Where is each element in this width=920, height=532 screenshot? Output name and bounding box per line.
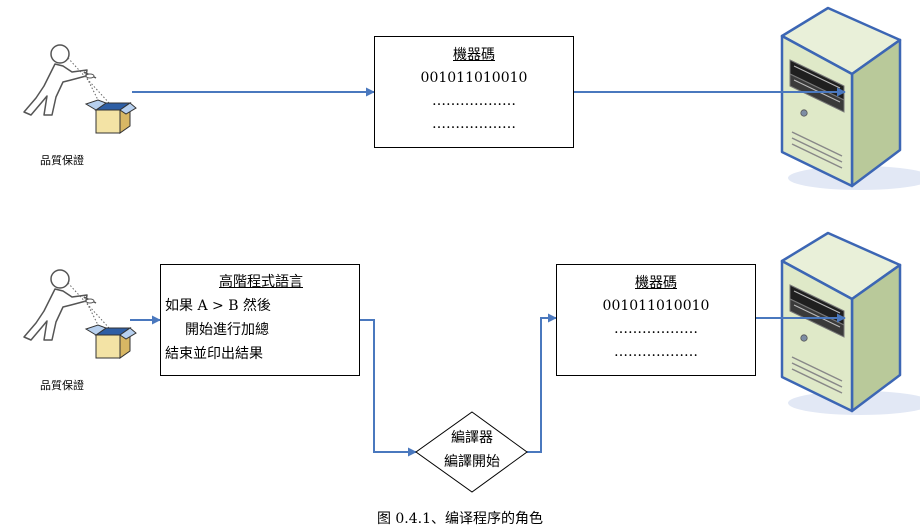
compiler-label: 編譯器: [451, 430, 493, 446]
machine-code-line: ………………: [432, 93, 516, 109]
machine-code-title: 機器碼: [635, 275, 677, 291]
machine-code-box: 機器碼 001011010010 ……………… ………………: [374, 36, 574, 148]
machine-code-line: ………………: [614, 344, 698, 360]
compiler-status: 編譯開始: [444, 454, 500, 470]
person-label: 品質保證: [40, 379, 84, 392]
machine-code-line: 001011010010: [420, 70, 528, 86]
source-code-box: 高階程式語言 如果 A > B 然後 開始進行加總 結束並印出結果: [160, 264, 360, 376]
source-code-line: 結束並印出結果: [165, 346, 263, 362]
server-computer-icon: [780, 231, 920, 417]
source-code-line: 開始進行加總: [185, 322, 269, 338]
server-computer-icon: [780, 6, 920, 192]
compiler-diamond: [415, 411, 528, 493]
source-code-line: 如果 A > B 然後: [165, 298, 271, 314]
machine-code-box: 機器碼 001011010010 ……………… ………………: [556, 264, 756, 376]
arrow-source-to-compiler: [360, 319, 417, 457]
machine-code-line: 001011010010: [602, 298, 710, 314]
compiler-text: 編譯器 編譯開始: [416, 426, 528, 474]
person-label: 品質保證: [40, 154, 84, 167]
machine-code-line: ………………: [614, 321, 698, 337]
machine-code-line: ………………: [432, 116, 516, 132]
machine-code-title: 機器碼: [453, 47, 495, 63]
figure-caption: 图 0.4.1、编译程序的角色: [376, 511, 544, 527]
arrow-compiler-to-machine-code: [527, 313, 557, 453]
source-code-title: 高階程式語言: [219, 274, 303, 290]
